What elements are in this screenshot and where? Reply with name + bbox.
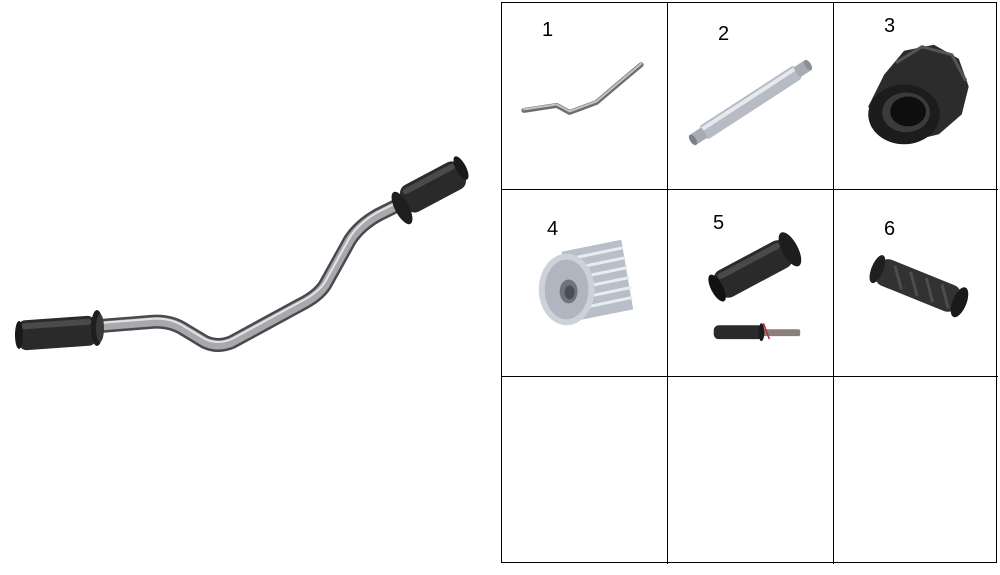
part-cell-6: 6 [834, 190, 998, 377]
grip-with-inset-icon [708, 232, 802, 342]
part-number: 3 [884, 15, 896, 37]
parts-grid: 1 2 3 4 [501, 2, 998, 564]
part-number: 4 [547, 218, 559, 240]
right-grip-icon [391, 156, 469, 225]
threaded-plug-icon [538, 239, 634, 326]
part-number: 5 [713, 212, 725, 234]
grip-icon [869, 255, 969, 318]
part-number: 1 [542, 19, 554, 41]
part-number: 6 [884, 218, 896, 240]
part-cell-7-empty [502, 377, 668, 564]
handlebar-assembly-icon [15, 156, 469, 352]
assembled-handlebar-illustration [0, 0, 500, 570]
part-cell-1: 1 [502, 3, 668, 190]
part-cell-5: 5 [668, 190, 834, 377]
part-cell-4: 4 [502, 190, 668, 377]
left-grip-icon [15, 310, 104, 351]
bent-handlebar-icon [521, 62, 644, 115]
part-cell-9-empty [834, 377, 998, 564]
part-cell-8-empty [668, 377, 834, 564]
part-cell-2: 2 [668, 3, 834, 190]
part-number: 2 [718, 23, 730, 45]
knurled-nut-icon [868, 44, 969, 145]
pin-shaft-icon [688, 59, 813, 146]
part-cell-3: 3 [834, 3, 998, 190]
